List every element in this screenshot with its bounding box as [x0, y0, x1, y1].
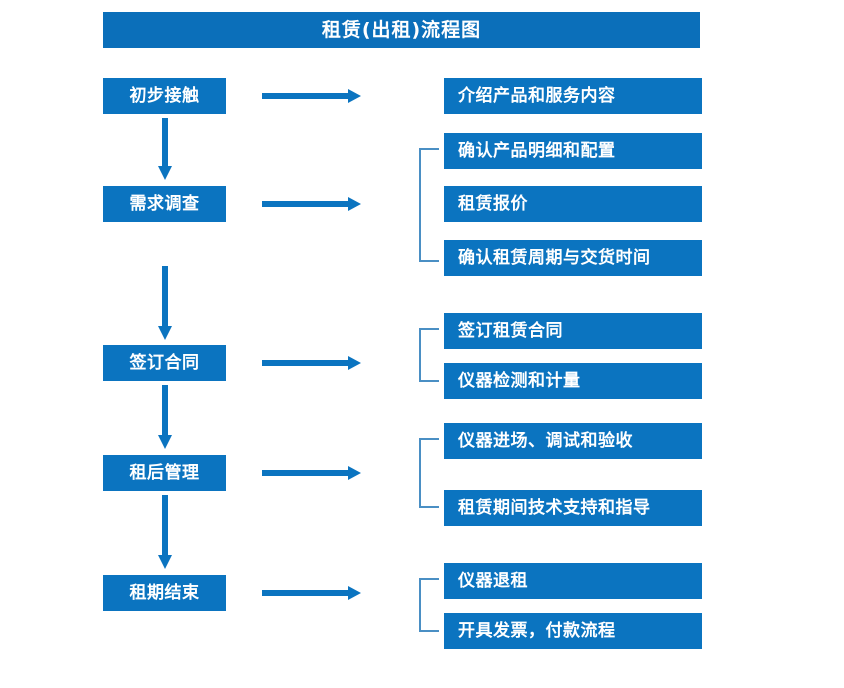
detail-box-签订租赁合同[interactable]: 签订租赁合同	[444, 313, 702, 349]
stage-box-租后管理[interactable]: 租后管理	[103, 455, 226, 491]
group-bracket-end	[418, 578, 440, 632]
detail-box-确认租赁周期与交货时间[interactable]: 确认租赁周期与交货时间	[444, 240, 702, 276]
detail-box-仪器进场调试和验收[interactable]: 仪器进场、调试和验收	[444, 423, 702, 459]
stage-box-租期结束[interactable]: 租期结束	[103, 575, 226, 611]
detail-label: 签订租赁合同	[458, 320, 563, 341]
detail-label: 确认产品明细和配置	[458, 140, 616, 161]
stage-label: 租后管理	[129, 462, 200, 483]
group-bracket-needs	[418, 148, 440, 262]
detail-label: 仪器检测和计量	[458, 370, 581, 391]
diagram-title-bar: 租赁(出租)流程图	[103, 12, 700, 48]
detail-box-确认产品明细和配置[interactable]: 确认产品明细和配置	[444, 133, 702, 169]
arrow-right-icon	[262, 585, 362, 601]
detail-box-仪器退租[interactable]: 仪器退租	[444, 563, 702, 599]
stage-box-初步接触[interactable]: 初步接触	[103, 78, 226, 114]
arrow-down-icon	[157, 266, 173, 342]
stage-label: 签订合同	[129, 352, 200, 373]
detail-box-仪器检测和计量[interactable]: 仪器检测和计量	[444, 363, 702, 399]
detail-box-开具发票付款流程[interactable]: 开具发票，付款流程	[444, 613, 702, 649]
detail-label: 确认租赁周期与交货时间	[458, 247, 651, 268]
arrow-right-icon	[262, 355, 362, 371]
arrow-down-icon	[157, 495, 173, 571]
detail-label: 租赁期间技术支持和指导	[458, 497, 651, 518]
detail-label: 开具发票，付款流程	[458, 620, 616, 641]
stage-box-签订合同[interactable]: 签订合同	[103, 345, 226, 381]
detail-label: 仪器退租	[458, 570, 528, 591]
arrow-down-icon	[157, 385, 173, 451]
arrow-right-icon	[262, 465, 362, 481]
group-bracket-aftercare	[418, 438, 440, 508]
detail-label: 仪器进场、调试和验收	[458, 430, 633, 451]
detail-label: 介绍产品和服务内容	[458, 85, 616, 106]
group-bracket-contract	[418, 328, 440, 382]
detail-box-介绍产品和服务内容[interactable]: 介绍产品和服务内容	[444, 78, 702, 114]
arrow-right-icon	[262, 88, 362, 104]
stage-label: 需求调查	[129, 193, 200, 214]
detail-label: 租赁报价	[458, 193, 528, 214]
stage-label: 租期结束	[129, 582, 200, 603]
detail-box-租赁报价[interactable]: 租赁报价	[444, 186, 702, 222]
stage-label: 初步接触	[129, 85, 200, 106]
arrow-down-icon	[157, 118, 173, 182]
arrow-right-icon	[262, 196, 362, 212]
page-title: 租赁(出租)流程图	[321, 18, 482, 41]
detail-box-租赁期间技术支持和指导[interactable]: 租赁期间技术支持和指导	[444, 490, 702, 526]
stage-box-需求调查[interactable]: 需求调查	[103, 186, 226, 222]
